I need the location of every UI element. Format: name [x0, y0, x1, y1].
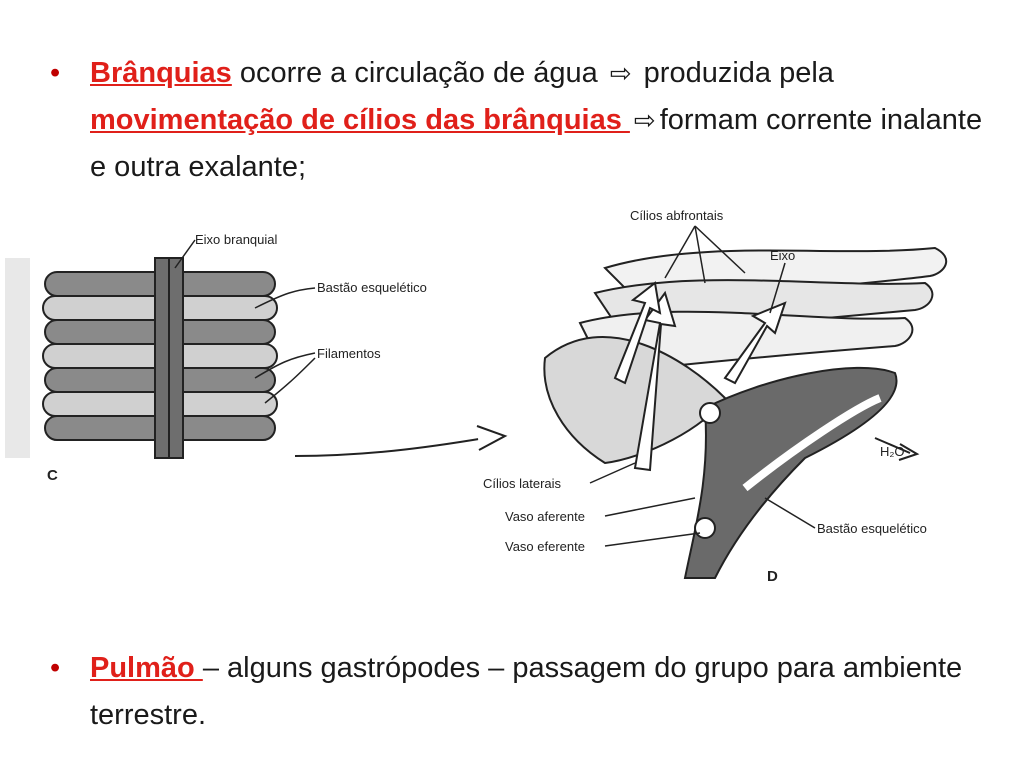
- bullet-text: Brânquias ocorre a circulação de água ⇨ …: [90, 50, 994, 191]
- gill-diagram-svg: Eixo branquial Bastão esquelético Filame…: [5, 208, 948, 585]
- highlight-cilios: movimentação de cílios das brânquias: [90, 104, 630, 136]
- panel-label-d: D: [767, 568, 778, 585]
- gill-comb-drawing: [5, 239, 508, 459]
- label-vaso-eferente: Vaso eferente: [505, 539, 585, 554]
- label-eixo: Eixo: [770, 248, 795, 263]
- bullet-dot: •: [50, 57, 61, 89]
- label-filamentos: Filamentos: [317, 346, 381, 361]
- text-part2: produzida pela: [635, 57, 834, 89]
- label-vaso-aferente: Vaso aferente: [505, 509, 585, 524]
- bullet-pulmao: • Pulmão – alguns gastrópodes – passagem…: [50, 645, 994, 739]
- text-pulmao: – alguns gastrópodes – passagem do grupo…: [90, 652, 963, 731]
- gill-diagram-figure: Eixo branquial Bastão esquelético Filame…: [5, 198, 1005, 593]
- panel-label-c: C: [47, 467, 58, 484]
- bullet-branquias: • Brânquias ocorre a circulação de água …: [50, 50, 994, 191]
- gill-lamellae-drawing: [543, 246, 948, 579]
- label-bastao-right: Bastão esquelético: [817, 521, 927, 536]
- label-eixo-branquial: Eixo branquial: [195, 232, 277, 247]
- text-part1: ocorre a circulação de água: [231, 57, 606, 89]
- label-cilios-laterais: Cílios laterais: [483, 476, 562, 491]
- text-part3: formam corrente inalante e outra exalant…: [90, 104, 983, 183]
- term-pulmao: Pulmão: [90, 652, 203, 684]
- arrow-right-icon: ⇨: [609, 58, 632, 88]
- bullet-text-2: Pulmão – alguns gastrópodes – passagem d…: [90, 645, 994, 739]
- bullet-dot-2: •: [50, 652, 61, 684]
- label-bastao-left: Bastão esquelético: [317, 280, 427, 295]
- label-h2o: H₂O: [880, 444, 905, 459]
- arrow-right-icon-2: ⇨: [633, 105, 656, 135]
- label-cilios-abfrontais: Cílios abfrontais: [630, 208, 724, 223]
- term-branquias: Brânquias: [90, 57, 232, 89]
